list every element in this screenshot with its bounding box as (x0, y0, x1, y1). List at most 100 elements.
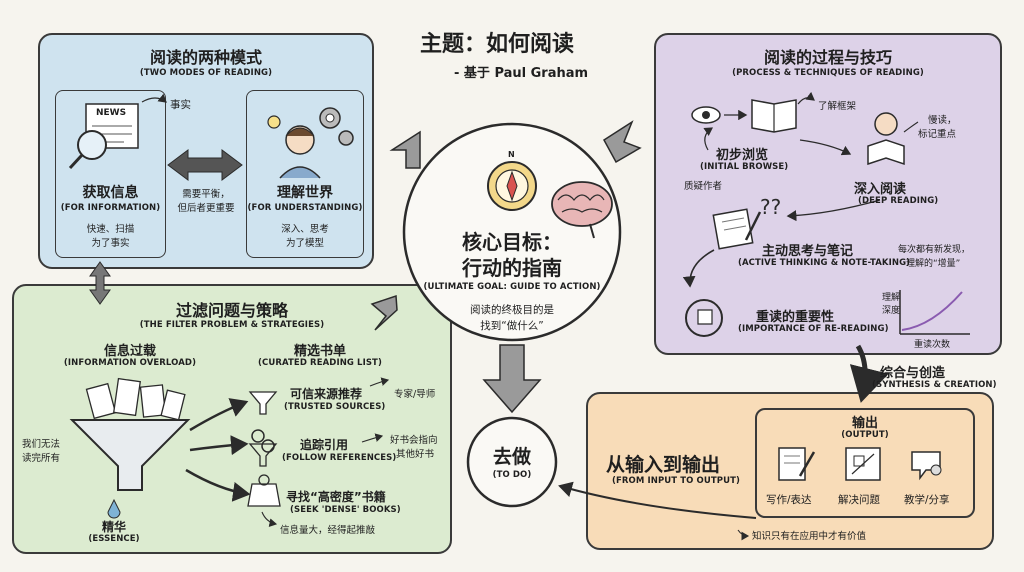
follow-note1: 好书会指向 (390, 435, 438, 446)
deep-title: 深入阅读 (854, 182, 907, 197)
follow-title: 追踪引用 (300, 438, 349, 452)
gear-icon (319, 107, 354, 146)
overload-title: 信息过载 (103, 344, 156, 359)
center-desc-line2: 找到“做什么” (480, 320, 544, 332)
info-card (55, 90, 166, 258)
brain-icon (551, 181, 613, 239)
modes-filter-arrow (89, 261, 111, 305)
lightbulb-icon (267, 115, 281, 129)
info-note2: 为了事实 (91, 238, 130, 249)
active-title: 主动思考与笔记 (762, 244, 854, 259)
synthesis-en: (SYNTHESIS & CREATION) (872, 380, 997, 390)
output-solve: 解决问题 (838, 494, 880, 506)
arrow-to-process (603, 120, 642, 164)
output-panel-title: 从输入到输出 (606, 454, 721, 476)
understand-en: (FOR UNDERSTANDING) (247, 203, 363, 213)
active-en: (ACTIVE THINKING & NOTE-TAKING) (738, 258, 911, 268)
reread-en: (IMPORTANCE OF RE-READING) (738, 324, 889, 334)
fact-tag: 事实 (170, 99, 191, 111)
framework-label: 了解框架 (818, 101, 857, 112)
funnel-icon (69, 419, 191, 519)
browse-note: 质疑作者 (684, 181, 723, 192)
blueprint-icon (845, 447, 881, 481)
weight-icon (247, 474, 281, 507)
essence-title: 精华 (101, 520, 126, 534)
understand-note2: 为了模型 (285, 238, 324, 249)
compass-north-label: N (508, 150, 515, 159)
process-title-en: (PROCESS & TECHNIQUES OF READING) (732, 68, 924, 78)
graph-ylabel2: 深度 (882, 306, 901, 316)
arrow-to-modes (389, 130, 421, 169)
small-funnel-icon-2 (248, 443, 278, 467)
trusted-en: (TRUSTED SOURCES) (284, 402, 386, 412)
trusted-title: 可信来源推荐 (290, 387, 363, 401)
info-note1: 快速、扫描 (86, 224, 135, 235)
cannot-line2: 读完所有 (22, 453, 61, 464)
curated-title: 精选书单 (293, 344, 346, 359)
output-box-en: (OUTPUT) (841, 430, 889, 440)
output-box-title: 输出 (851, 416, 878, 431)
todo-label: 去做 (492, 446, 531, 468)
curated-en: (CURATED READING LIST) (258, 358, 382, 368)
link-icon (251, 429, 275, 453)
center-title-line2: 行动的指南 (462, 256, 562, 280)
cannot-line1: 我们无法 (22, 439, 61, 450)
output-to-todo-arrow (558, 481, 757, 519)
magnifier-icon (68, 130, 107, 170)
info-title: 获取信息 (82, 185, 139, 201)
arrow-to-todo (482, 344, 542, 414)
modes-title-en: (TWO MODES OF READING) (139, 68, 273, 78)
dense-en: (SEEK 'DENSE' BOOKS) (290, 505, 401, 515)
output-teach: 教学/分享 (904, 494, 950, 506)
balance-double-arrow (167, 149, 243, 181)
center-subtitle-en: (ULTIMATE GOAL: GUIDE TO ACTION) (423, 282, 601, 292)
compass-icon (487, 161, 537, 211)
deep-en: (DEEP READING) (858, 196, 939, 206)
essence-en: (ESSENCE) (88, 534, 140, 544)
process-title: 阅读的过程与技巧 (763, 48, 892, 67)
active-note2: 理解的“增量” (906, 259, 961, 269)
filter-title-en: (THE FILTER PROBLEM & STRATEGIES) (139, 320, 325, 330)
page-subtitle: - 基于 Paul Graham (454, 66, 589, 81)
understand-card (246, 90, 364, 258)
thinker-icon (279, 125, 321, 179)
speech-bubble-icon (911, 451, 942, 481)
center-desc-line1: 阅读的终极目的是 (470, 304, 554, 316)
question-marks-icon: ?? (760, 195, 781, 219)
output-panel-en: (FROM INPUT TO OUTPUT) (612, 476, 740, 486)
news-label: NEWS (96, 108, 127, 118)
arrow-to-filter (370, 294, 398, 331)
reread-cycle-icon (685, 299, 723, 337)
overload-en: (INFORMATION OVERLOAD) (63, 358, 197, 368)
writing-icon (778, 447, 816, 481)
dense-title: 寻找“高密度”书籍 (286, 490, 386, 504)
synthesis-title: 综合与创造 (880, 366, 946, 381)
notes-icon (712, 208, 762, 250)
eye-icon (691, 106, 721, 124)
todo-en: (TO DO) (492, 470, 532, 480)
dense-note: 信息量大，经得起推敲 (280, 525, 376, 536)
synthesis-arrow (849, 344, 889, 403)
center-title-line1: 核心目标： (462, 230, 562, 254)
info-en: (FOR INFORMATION) (60, 203, 161, 213)
balance-line2: 但后者更重要 (177, 203, 235, 214)
reread-graph (899, 290, 970, 335)
understand-title: 理解世界 (277, 185, 333, 201)
deep-note1: 慢读， (928, 115, 957, 126)
output-note: 知识只有在应用中才有价值 (752, 531, 867, 542)
reread-title: 重读的重要性 (756, 310, 835, 325)
books-pile-icon (85, 377, 186, 421)
understand-note1: 深入、思考 (281, 224, 329, 235)
reader-icon (867, 112, 905, 166)
deep-note2: 标记重点 (918, 129, 957, 140)
follow-note2: 其他好书 (396, 449, 435, 460)
follow-en: (FOLLOW REFERENCES) (282, 453, 397, 463)
output-write: 写作/表达 (766, 494, 812, 506)
todo-circle (466, 416, 558, 508)
output-box (755, 408, 975, 518)
book-icon (751, 99, 797, 133)
modes-title: 阅读的两种模式 (149, 48, 262, 67)
filter-title: 过滤问题与策略 (175, 301, 288, 320)
graph-ylabel1: 理解 (882, 293, 901, 303)
